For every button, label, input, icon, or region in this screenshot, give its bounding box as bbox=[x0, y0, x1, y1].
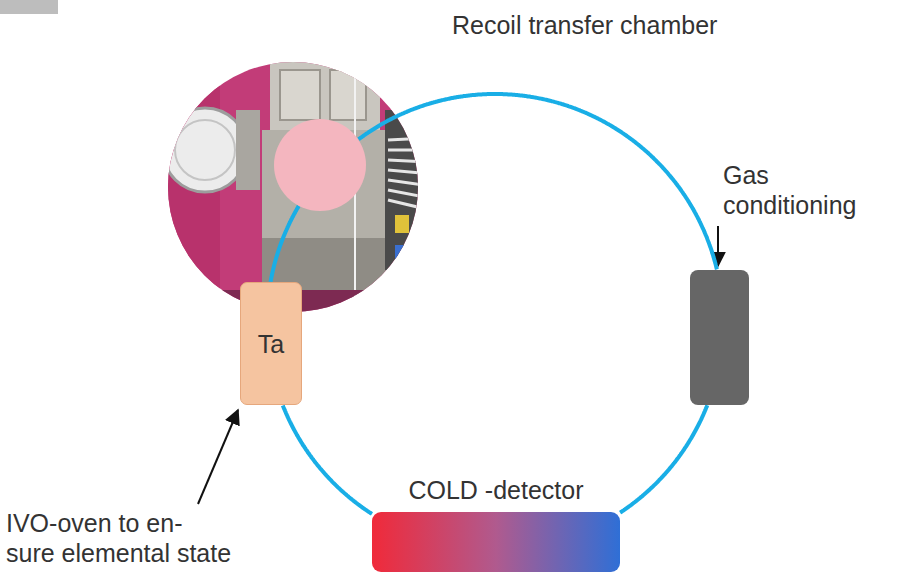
corner-tab bbox=[0, 0, 58, 14]
node-heading: COLD -detector bbox=[408, 475, 583, 505]
leader-arrow bbox=[717, 226, 719, 266]
heading-holder: Gas conditioning bbox=[723, 160, 873, 220]
gas-conditioning-unit: Gas conditioning bbox=[690, 270, 749, 405]
callout-label: IVO-oven to en- sure elemental state bbox=[6, 508, 235, 568]
transport-line bbox=[283, 405, 372, 514]
node-heading: Recoil transfer chamber bbox=[452, 10, 717, 40]
text-holder: Ta bbox=[241, 283, 301, 404]
heading-holder: COLD -detector bbox=[408, 475, 583, 505]
heading-holder: Recoil transfer chamber bbox=[452, 10, 717, 40]
cold-detector: COLD -detector bbox=[372, 512, 620, 572]
chamber-marker: Recoil transfer chamber bbox=[274, 119, 366, 211]
leader-arrow bbox=[198, 410, 238, 504]
transport-line bbox=[271, 206, 299, 282]
transport-line bbox=[620, 405, 707, 512]
transport-line bbox=[359, 94, 717, 269]
node-heading: Gas conditioning bbox=[723, 160, 873, 220]
tantalum-oven: Ta bbox=[240, 282, 302, 405]
node-label: Ta bbox=[258, 329, 284, 359]
